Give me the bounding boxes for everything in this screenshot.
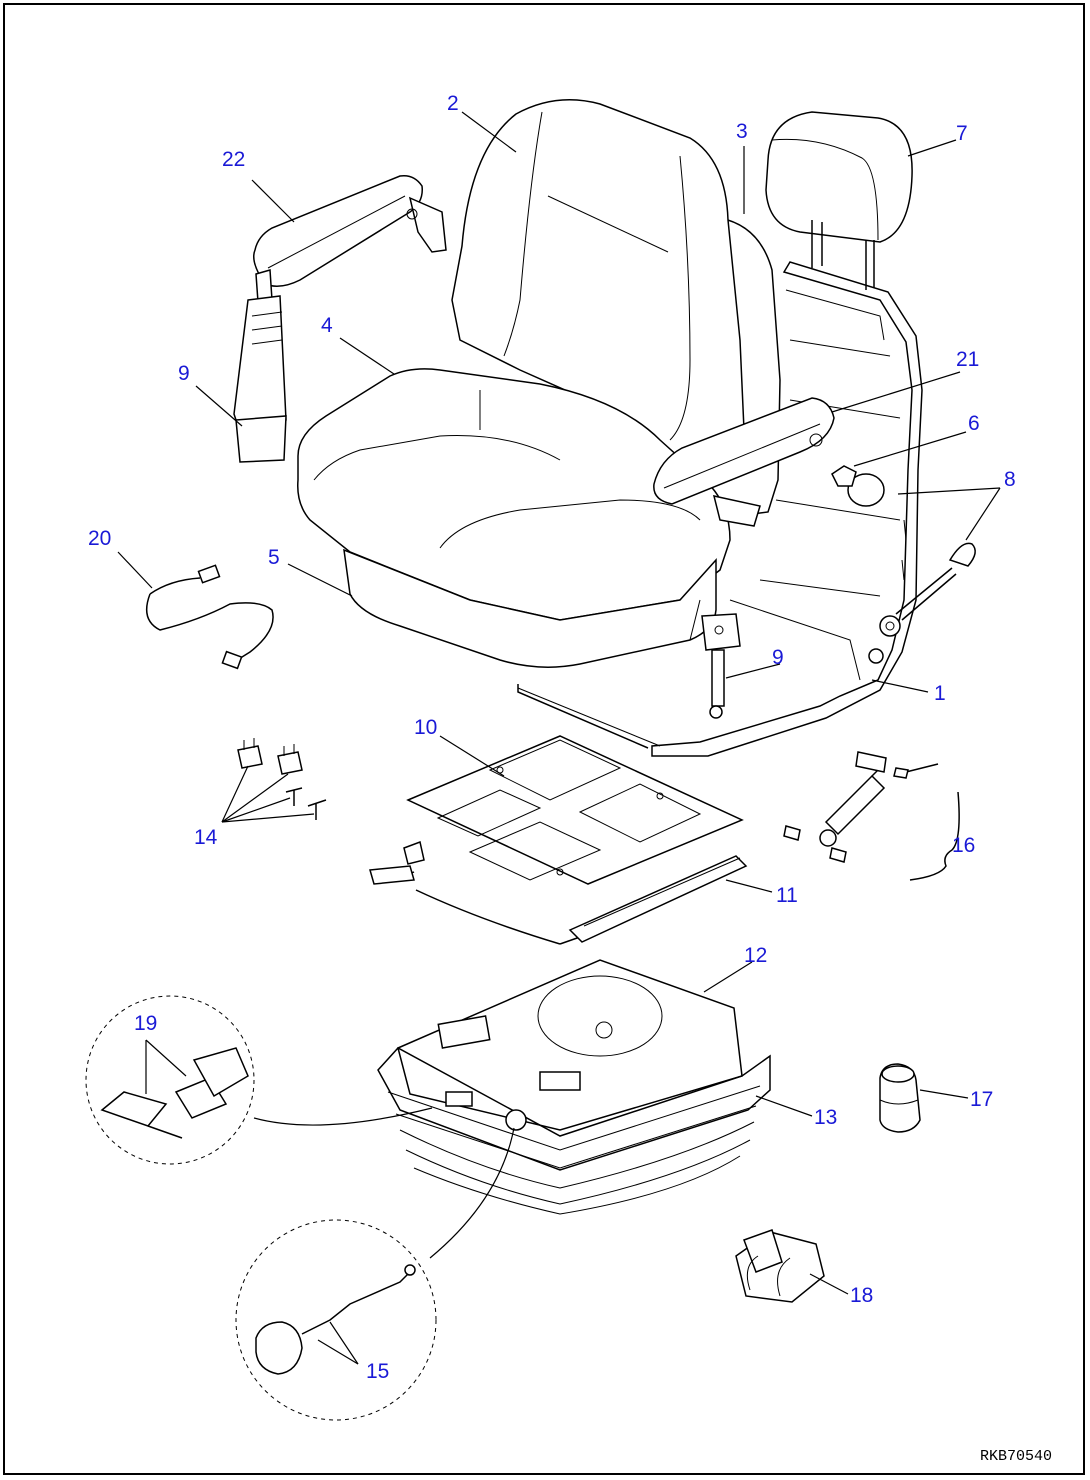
callout-22: 22 [222, 148, 245, 171]
headrest-part-7 [765, 111, 913, 290]
callout-2: 2 [447, 92, 459, 115]
callout-7: 7 [956, 122, 968, 145]
slide-rail-part-11 [369, 840, 748, 945]
callout-10: 10 [414, 716, 437, 739]
callout-15: 15 [366, 1360, 389, 1383]
callout-21: 21 [956, 348, 979, 371]
recline-lever-part-8 [847, 473, 976, 621]
callout-12: 12 [744, 944, 767, 967]
callout-8: 8 [1004, 468, 1016, 491]
seat-cushion-part-4 [297, 368, 731, 621]
suspension-top-part-12 [397, 959, 743, 1131]
armrest-right-part-21 [653, 397, 835, 527]
detail-circle-part-15 [235, 1127, 515, 1421]
callout-11: 11 [776, 884, 798, 907]
callout-4: 4 [321, 314, 333, 337]
suspension-base-part-13 [377, 1047, 771, 1215]
backrest-cushion-part-2 [451, 99, 745, 487]
callout-19: 19 [134, 1012, 157, 1035]
seatbelt-tongue-part-9 [701, 613, 741, 719]
callout-5: 5 [268, 546, 280, 569]
callout-leaders [117, 111, 1001, 1365]
compressor-part-18 [735, 1229, 825, 1303]
callout-6: 6 [968, 412, 980, 435]
callout-20: 20 [88, 527, 111, 550]
hardware-part-14 [237, 738, 327, 820]
damper-part-16 [783, 751, 960, 881]
callout-16: 16 [952, 834, 975, 857]
wire-harness-part-20 [145, 564, 274, 670]
callout-9-buckle: 9 [178, 362, 190, 385]
knob-part-6 [831, 465, 857, 487]
callout-13: 13 [814, 1106, 837, 1129]
seatbelt-buckle-part-9 [233, 269, 287, 463]
drawing-code: RKB70540 [980, 1448, 1052, 1465]
callout-14: 14 [194, 826, 218, 849]
grommet-part-17 [879, 1063, 921, 1133]
detail-circle-part-19 [85, 995, 433, 1165]
callout-18: 18 [850, 1284, 873, 1307]
callout-9-tongue: 9 [772, 646, 784, 669]
armrest-left-part-22 [253, 174, 447, 287]
seat-frame-part-1 [517, 261, 923, 757]
drawing-border [3, 3, 1085, 1475]
mounting-plate-part-10 [406, 735, 744, 885]
callout-labels: 1 2 3 4 5 6 7 8 9 9 10 11 12 13 14 15 16… [88, 92, 1016, 1383]
seat-pan-part-5 [343, 548, 717, 668]
callout-17: 17 [970, 1088, 993, 1111]
callout-1: 1 [934, 682, 946, 705]
callout-3: 3 [736, 120, 748, 143]
